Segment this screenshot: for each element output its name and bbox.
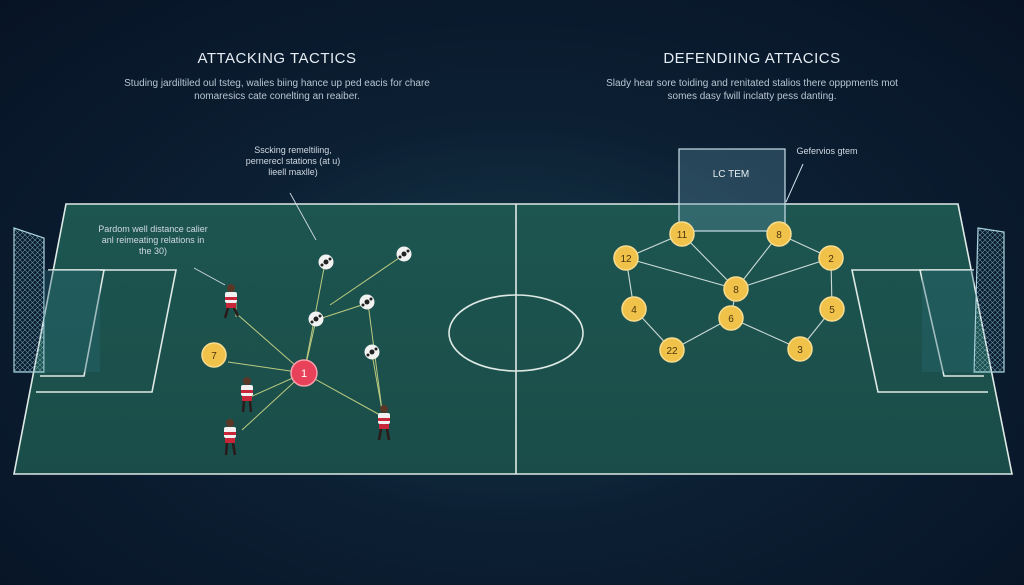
pitch-surface xyxy=(14,204,1012,474)
ball xyxy=(318,254,334,270)
ball xyxy=(396,246,412,262)
svg-text:3: 3 xyxy=(797,345,803,356)
defender-marker: 8 xyxy=(723,276,749,302)
attack-annotation-pointer xyxy=(289,192,317,241)
svg-text:8: 8 xyxy=(733,285,739,296)
player-figure xyxy=(223,284,240,319)
ball xyxy=(364,344,380,360)
defender-marker: 5 xyxy=(819,296,845,322)
defender-marker: 4 xyxy=(621,296,647,322)
defender-marker: 6 xyxy=(718,305,744,331)
attacking-key-player: 1 xyxy=(290,359,318,387)
defender-marker: 22 xyxy=(659,337,685,363)
defensive-zone-box xyxy=(678,148,786,232)
defense-annotation-pointer xyxy=(785,163,804,203)
balls xyxy=(308,246,412,360)
svg-text:4: 4 xyxy=(631,305,637,316)
defender-marker: 3 xyxy=(787,336,813,362)
player-figure xyxy=(224,419,237,456)
defending-players: 11 8 12 2 8 4 5 6 22 3 xyxy=(613,221,845,363)
svg-text:22: 22 xyxy=(666,346,678,357)
left-goal xyxy=(13,227,100,373)
attacking-title: ATTACKING TACTICS xyxy=(197,50,357,67)
attacking-annotation-left: Pardom well distance calier anl reimeati… xyxy=(98,224,208,256)
defensive-zone-label: LC TEM xyxy=(713,169,750,180)
pitch-markings xyxy=(13,203,1013,475)
svg-text:8: 8 xyxy=(776,230,782,241)
defending-annotation: Gefervios gtem xyxy=(796,146,858,156)
svg-text:11: 11 xyxy=(677,230,688,241)
player-figure xyxy=(241,377,253,413)
right-goal xyxy=(922,227,1005,373)
svg-text:7: 7 xyxy=(211,351,217,362)
svg-text:6: 6 xyxy=(728,314,734,325)
svg-text:1: 1 xyxy=(301,368,307,380)
attacking-annotation-top: Sscking remeltiling, pernerecl stations … xyxy=(245,145,341,177)
defending-subtitle: Slady hear sore toiding and renitated st… xyxy=(606,78,898,102)
player-figure xyxy=(377,405,391,441)
defender-marker: 11 xyxy=(669,221,695,247)
attacking-players xyxy=(223,284,391,456)
attacking-subtitle: Studing jardiltiled oul tsteg, walies bi… xyxy=(124,78,430,102)
ball xyxy=(308,311,324,327)
attack-side-annotation-pointer xyxy=(193,267,226,286)
svg-text:2: 2 xyxy=(828,254,834,265)
ball xyxy=(359,294,375,310)
defending-title: DEFENDIING ATTACICS xyxy=(663,50,841,67)
defender-marker: 8 xyxy=(766,221,792,247)
svg-text:12: 12 xyxy=(620,254,632,265)
defender-marker: 2 xyxy=(818,245,844,271)
attacking-side-player: 7 xyxy=(201,342,227,368)
svg-text:5: 5 xyxy=(829,305,835,316)
defender-marker: 12 xyxy=(613,245,639,271)
